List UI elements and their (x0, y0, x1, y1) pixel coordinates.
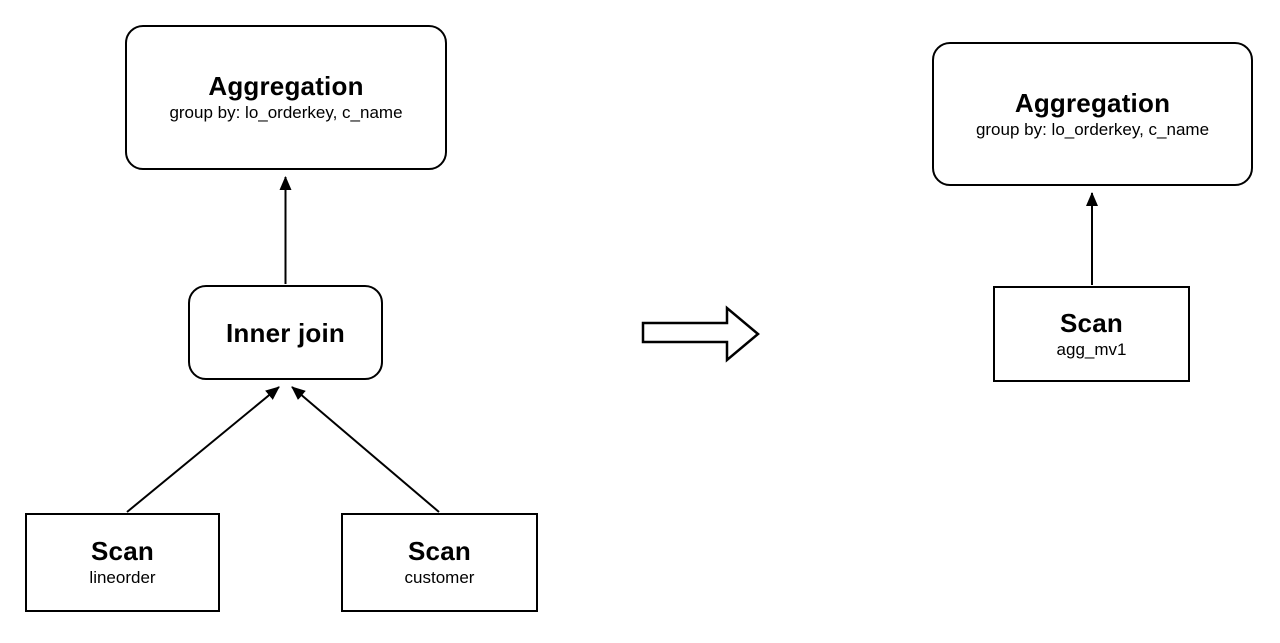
edge-scan-customer-to-inner-join (291, 386, 440, 513)
node-title: Scan (91, 536, 154, 566)
node-title: Aggregation (1014, 87, 1171, 118)
node-scan-agg-mv1: Scan agg_mv1 (993, 286, 1190, 382)
node-title: Aggregation (208, 71, 364, 101)
node-subtitle: agg_mv1 (1056, 339, 1127, 359)
node-subtitle: group by: lo_orderkey, c_name (975, 119, 1210, 139)
node-scan-lineorder: Scan lineorder (25, 513, 220, 612)
node-scan-customer: Scan customer (341, 513, 538, 612)
node-inner-join: Inner join (188, 285, 383, 380)
node-subtitle: group by: lo_orderkey, c_name (169, 103, 403, 122)
transform-arrow-icon (641, 305, 760, 363)
node-title: Scan (1060, 307, 1123, 338)
edge-scan-lineorder-to-inner-join (126, 386, 280, 513)
node-title: Scan (408, 536, 471, 566)
node-aggregation-after: Aggregation group by: lo_orderkey, c_nam… (932, 42, 1253, 186)
node-subtitle: lineorder (89, 568, 156, 587)
node-aggregation-before: Aggregation group by: lo_orderkey, c_nam… (125, 25, 447, 170)
node-title: Inner join (226, 317, 345, 348)
node-subtitle: customer (404, 568, 475, 587)
